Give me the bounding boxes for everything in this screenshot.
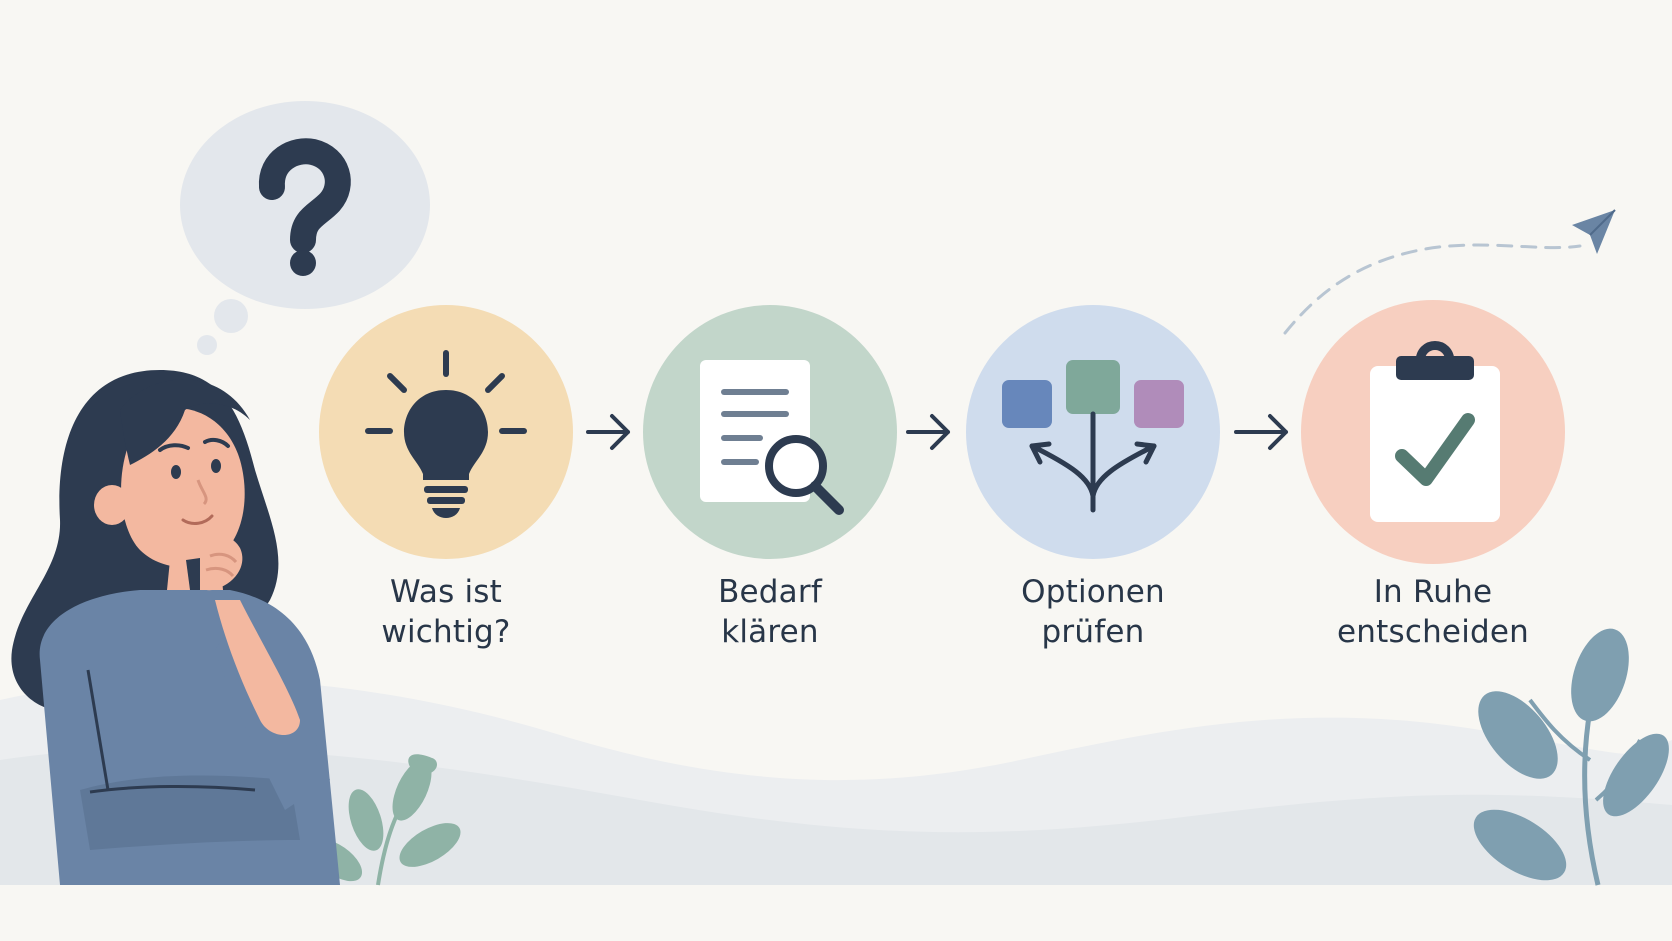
- step-1-label-line-2: wichtig?: [381, 614, 511, 650]
- question-mark-icon: [259, 138, 351, 276]
- document-search-icon: [700, 360, 844, 515]
- thinking-person: [11, 370, 340, 885]
- step-1-label-line-1: Was ist: [390, 574, 502, 610]
- paper-plane-icon: [1572, 209, 1616, 254]
- branching-options-icon: [1002, 360, 1184, 513]
- arrow-2: [906, 414, 950, 450]
- step-4-label-line-1: In Ruhe: [1373, 574, 1493, 610]
- step-3-label: Optionen prüfen: [943, 572, 1243, 652]
- step-2-label: Bedarf klären: [620, 572, 920, 652]
- flight-path: [1283, 243, 1582, 335]
- clipboard-check-icon: [1370, 341, 1500, 522]
- step-2-label-line-2: klären: [721, 614, 819, 650]
- arrow-1: [586, 414, 630, 450]
- step-1-label: Was ist wichtig?: [296, 572, 596, 652]
- plant-right: [1473, 628, 1669, 886]
- lightbulb-icon: [365, 350, 527, 518]
- step-4-label: In Ruhe entscheiden: [1283, 572, 1583, 652]
- step-4-label-line-2: entscheiden: [1337, 614, 1529, 650]
- thought-bubble: [180, 101, 430, 355]
- step-2-label-line-1: Bedarf: [718, 574, 822, 610]
- step-3-label-line-1: Optionen: [1021, 574, 1165, 610]
- step-3-label-line-2: prüfen: [1041, 614, 1145, 650]
- arrow-3: [1234, 414, 1288, 450]
